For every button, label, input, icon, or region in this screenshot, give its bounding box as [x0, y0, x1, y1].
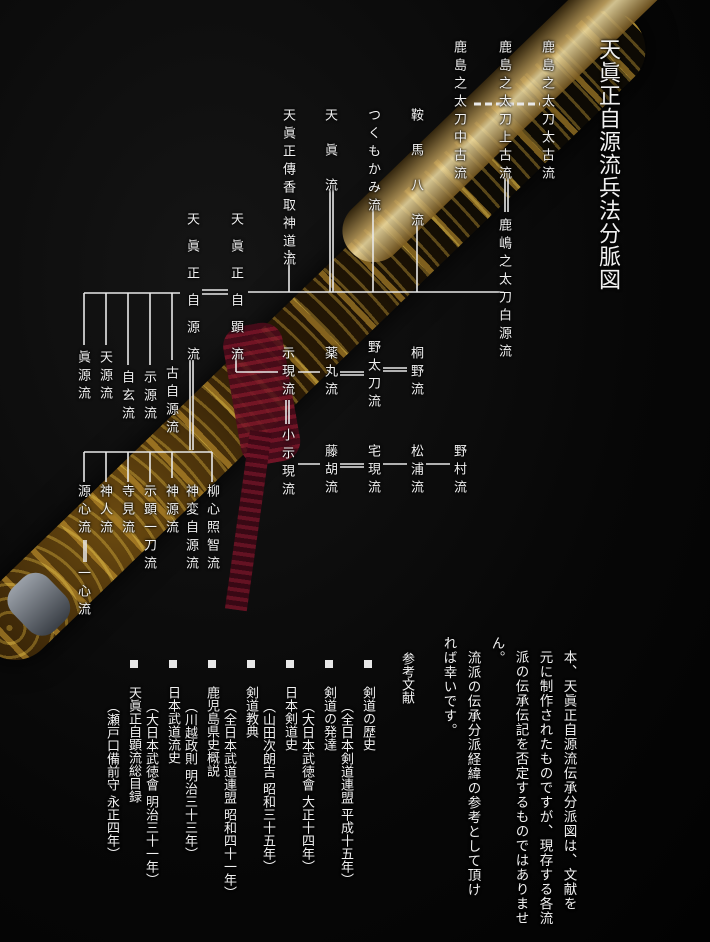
node-ko-jigen-origin: 古自源流: [163, 366, 178, 438]
reference-name: 剣道の発達: [321, 686, 336, 751]
reference-source: （全日本武道連盟 昭和四十一年）: [221, 700, 236, 900]
node-jigen-self: 自玄流: [119, 370, 134, 424]
reference-name: 天眞正自顕流総目録: [126, 686, 141, 803]
node-katori: 天眞正傳香取神道流: [280, 108, 295, 270]
description-line-2: 元に制作されたものですが、現存する各流: [536, 650, 553, 926]
node-takugen: 宅現流: [365, 444, 380, 498]
reference-name: 鹿児島県史概説: [204, 686, 219, 777]
node-kenjo: 天眞正自顕流: [228, 212, 243, 374]
bullet-icon: [169, 660, 177, 668]
bullet-icon: [364, 660, 372, 668]
node-yakumaru: 薬丸流: [322, 346, 337, 400]
node-jiken-itto: 示顕一刀流: [141, 484, 156, 574]
node-jinjin: 神人流: [97, 484, 112, 538]
node-matsuura: 松浦流: [408, 444, 423, 498]
references-title: 参考文献: [399, 652, 414, 704]
reference-source: （大日本武徳會 大正十四年）: [299, 700, 314, 874]
node-genshin: 源心流: [75, 484, 90, 538]
node-tenshin: 天眞流: [322, 108, 337, 213]
bullet-icon: [325, 660, 333, 668]
node-fujiko: 藤胡流: [322, 444, 337, 498]
bullet-icon: [247, 660, 255, 668]
description-line-1: 本、天眞正自源流伝承分派図は、文献を: [560, 650, 577, 911]
node-tengen: 天源流: [97, 350, 112, 404]
node-jinhen: 神変自源流: [183, 484, 198, 574]
description-line-4: ん。: [488, 636, 505, 665]
diagram-title: 天眞正自源流兵法分脈図: [595, 38, 620, 291]
reference-source: （川越政則 明治三十三年）: [182, 700, 197, 861]
node-ryushin: 柳心照智流: [204, 484, 219, 574]
reference-name: 剣道教典: [243, 686, 258, 738]
node-kashima-chuko: 鹿島之太刀中古流: [451, 40, 466, 184]
description-line-6: れば幸いです。: [440, 636, 457, 738]
reference-name: 日本武道流史: [165, 686, 180, 764]
node-nomura: 野村流: [451, 444, 466, 498]
node-kashima-hakugen: 鹿嶋之太刀白源流: [496, 218, 511, 362]
node-kurama: 鞍馬八流: [408, 108, 423, 248]
reference-source: （全日本剣道連盟 平成十五年）: [338, 700, 353, 887]
node-jigen-ryu: 示現流: [279, 346, 294, 400]
reference-source: （大日本武徳會 明治三十一年）: [143, 700, 158, 887]
node-notachi: 野太刀流: [365, 340, 380, 412]
reference-source: （山田次朗吉 昭和三十五年）: [260, 700, 275, 874]
description-line-3: 派の伝承伝記を否定するものではありませ: [512, 650, 529, 926]
node-shingen-l: 眞源流: [75, 350, 90, 404]
bullet-icon: [286, 660, 294, 668]
node-jiken-teru: 寺見流: [119, 484, 134, 538]
node-kashima-taiko: 鹿島之太刀太古流: [539, 40, 554, 184]
reference-source: （瀬戸口備前守 永正四年）: [104, 700, 119, 861]
node-kirino: 桐野流: [408, 346, 423, 400]
bullet-icon: [130, 660, 138, 668]
node-tsukumokami: つくもかみ流: [365, 108, 380, 216]
bullet-icon: [208, 660, 216, 668]
node-kashima-joko: 鹿島之太刀上古流: [496, 40, 511, 184]
node-jingen: 神源流: [163, 484, 178, 538]
node-jigen-shi: 示源流: [141, 370, 156, 424]
reference-name: 剣道の歴史: [360, 686, 375, 751]
node-ko-jigen: 小示現流: [279, 428, 294, 500]
node-isshin: 一心流: [75, 566, 90, 620]
description-line-5: 流派の伝承分派経緯の参考として頂け: [464, 636, 481, 898]
node-jigen: 天眞正自源流: [184, 212, 199, 374]
reference-name: 日本剣道史: [282, 686, 297, 751]
